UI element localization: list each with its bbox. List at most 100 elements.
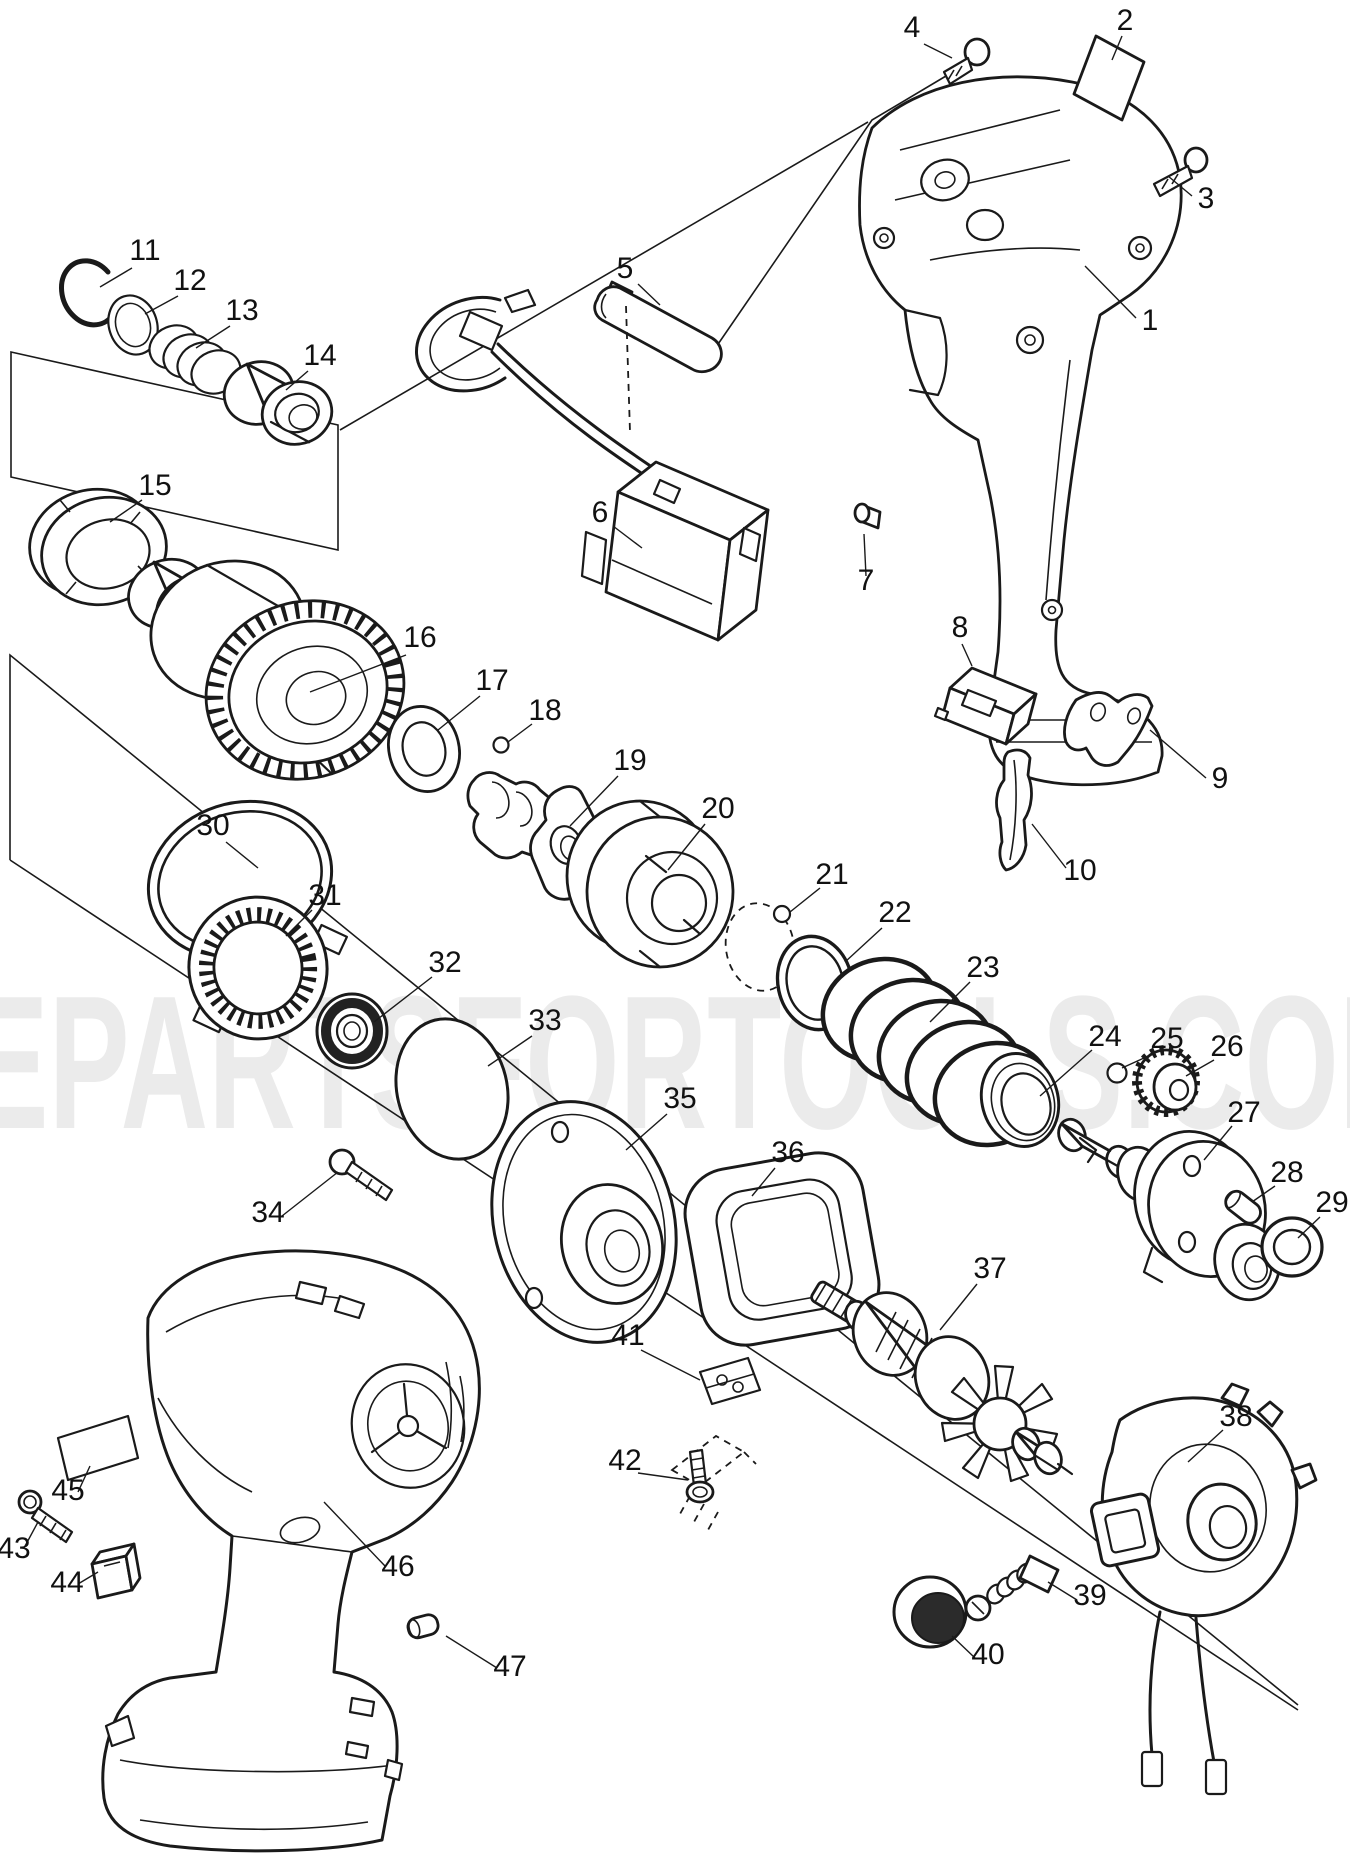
leader-line-16 — [309, 654, 407, 693]
part-label-22: 22 — [878, 896, 911, 929]
assembly-axis-line-2 — [339, 121, 869, 431]
part-label-8: 8 — [952, 611, 969, 644]
leader-line-41 — [640, 1349, 701, 1381]
part-28-pin — [1224, 1189, 1262, 1225]
part-label-21: 21 — [815, 858, 848, 891]
leader-line-6 — [612, 525, 643, 549]
part-label-17: 17 — [475, 664, 508, 697]
leader-line-13 — [195, 325, 231, 349]
part-42-screw — [685, 1448, 715, 1504]
part-label-18: 18 — [528, 694, 561, 727]
leader-line-36 — [751, 1167, 776, 1197]
part-label-47: 47 — [493, 1650, 526, 1683]
part-label-11: 11 — [129, 234, 160, 267]
leader-line-34 — [281, 1171, 339, 1217]
part-33-gasket — [394, 1017, 510, 1161]
part-label-7: 7 — [858, 564, 875, 597]
part-10-lever — [995, 748, 1033, 872]
part-label-39: 39 — [1073, 1579, 1106, 1612]
part-25-steel-ball — [1106, 1062, 1128, 1084]
part-label-14: 14 — [303, 339, 336, 372]
part-label-31: 31 — [308, 879, 341, 912]
leader-line-8 — [961, 643, 973, 667]
part-26-pinion-gear — [1132, 1045, 1200, 1117]
leader-line-29 — [1297, 1216, 1321, 1239]
part-34-screw — [328, 1148, 394, 1202]
part-40-cap — [892, 1575, 968, 1649]
part-label-19: 19 — [613, 744, 646, 777]
part-label-34: 34 — [251, 1196, 284, 1229]
part-2-nameplate — [1072, 34, 1146, 122]
part-7-pin — [853, 502, 882, 530]
part-label-44: 44 — [50, 1566, 83, 1599]
part-label-9: 9 — [1212, 762, 1229, 795]
part-label-12: 12 — [173, 264, 206, 297]
leader-line-46 — [323, 1501, 386, 1567]
part-11-snap-ring — [59, 258, 115, 328]
part-label-40: 40 — [971, 1638, 1004, 1671]
part-47-pin — [406, 1613, 440, 1640]
part-43-screw — [17, 1489, 74, 1544]
part-39-brush — [964, 1554, 1060, 1622]
leader-line-28 — [1251, 1185, 1276, 1203]
part-1-housing-half — [858, 75, 1183, 787]
leader-line-11 — [99, 267, 133, 288]
part-label-4: 4 — [904, 11, 921, 44]
leader-line-38 — [1187, 1429, 1224, 1463]
ghost-assembly-dashed — [670, 1434, 757, 1531]
leader-line-40 — [951, 1635, 976, 1659]
part-label-6: 6 — [592, 496, 609, 529]
leader-line-9 — [1149, 729, 1207, 779]
part-label-27: 27 — [1227, 1096, 1260, 1129]
part-label-29: 29 — [1315, 1186, 1348, 1219]
leader-line-39 — [1047, 1581, 1078, 1601]
part-38-end-bracket — [1089, 1382, 1318, 1796]
part-label-36: 36 — [771, 1136, 804, 1169]
part-27-spindle — [1057, 1117, 1281, 1302]
part-3-screw — [1152, 146, 1209, 198]
part-24-washer — [979, 1052, 1061, 1148]
part-label-13: 13 — [225, 294, 258, 327]
part-9-bracket — [1063, 691, 1154, 767]
part-29-washer — [1260, 1216, 1324, 1278]
part-35-hammer-case — [490, 1100, 678, 1344]
leader-line-27 — [1203, 1125, 1233, 1161]
leader-line-10 — [1031, 823, 1067, 869]
leader-line-4 — [923, 43, 953, 59]
leader-line-12 — [144, 295, 179, 315]
part-41-holder-plate — [698, 1356, 762, 1406]
part-31-toothed-ring — [187, 895, 349, 1041]
part-16-chuck-sleeve — [127, 557, 406, 781]
leader-line-33 — [487, 1035, 533, 1067]
part-label-10: 10 — [1063, 854, 1096, 887]
leader-line-17 — [437, 695, 481, 731]
part-label-32: 32 — [428, 946, 461, 979]
part-37-armature — [810, 1280, 1074, 1483]
part-label-26: 26 — [1210, 1030, 1243, 1063]
leader-line-24 — [1039, 1049, 1093, 1097]
part-label-15: 15 — [138, 469, 171, 502]
leader-line-7 — [863, 533, 867, 577]
part-32-ball-bearing — [315, 992, 389, 1070]
part-6-switch-assembly — [415, 288, 770, 642]
part-45-label-plate — [56, 1414, 140, 1482]
part-label-3: 3 — [1198, 182, 1215, 215]
assembly-axis-line — [713, 75, 947, 351]
leader-line-2 — [1111, 35, 1123, 61]
leader-line-43 — [23, 1521, 39, 1549]
leader-line-26 — [1185, 1059, 1215, 1077]
leader-line-22 — [844, 927, 883, 963]
part-label-24: 24 — [1088, 1020, 1121, 1053]
part-label-1: 1 — [1142, 304, 1159, 337]
part-label-35: 35 — [663, 1082, 696, 1115]
part-label-37: 37 — [973, 1252, 1006, 1285]
leader-line-35 — [625, 1113, 668, 1151]
part-label-45: 45 — [51, 1474, 84, 1507]
part-5-bar — [593, 280, 723, 433]
part-label-25: 25 — [1150, 1022, 1183, 1055]
leader-line-3 — [1167, 175, 1193, 197]
part-label-30: 30 — [196, 809, 229, 842]
